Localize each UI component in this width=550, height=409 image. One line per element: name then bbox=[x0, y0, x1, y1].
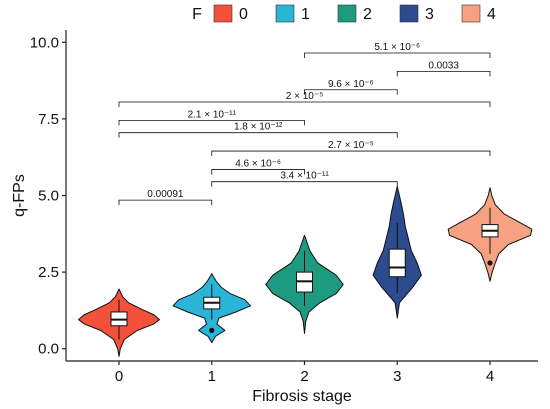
comparison-bracket bbox=[396, 70, 491, 77]
legend-swatch-4 bbox=[461, 4, 481, 23]
legend-swatch-3 bbox=[399, 4, 419, 23]
x-tick-label: 4 bbox=[486, 368, 494, 385]
comparison-bracket bbox=[118, 132, 398, 138]
comparison-bracket bbox=[304, 52, 491, 58]
legend-label: 2 bbox=[363, 6, 372, 23]
legend-swatch-2 bbox=[337, 4, 357, 23]
y-tick-label: 10.0 bbox=[30, 34, 59, 51]
x-tick-label: 2 bbox=[300, 368, 308, 385]
legend-label: 3 bbox=[425, 6, 434, 23]
legend-swatch-0 bbox=[213, 4, 233, 23]
y-tick-label: 7.5 bbox=[38, 111, 59, 128]
x-tick-label: 3 bbox=[393, 368, 401, 385]
comparison-pvalue: 5.1 × 10⁻⁶ bbox=[374, 42, 420, 53]
comparison-bracket bbox=[118, 120, 305, 126]
legend-label: 1 bbox=[301, 6, 310, 23]
comparison-bracket bbox=[118, 199, 213, 206]
comparison-bracket bbox=[118, 101, 491, 108]
legend-swatch-1 bbox=[275, 4, 295, 23]
comparison-pvalue: 2.1 × 10⁻¹¹ bbox=[188, 109, 237, 120]
y-tick-label: 5.0 bbox=[38, 188, 59, 205]
comparison-pvalue: 4.6 × 10⁻⁶ bbox=[235, 158, 281, 169]
outlier-point bbox=[487, 260, 493, 266]
legend-label: 0 bbox=[239, 6, 248, 23]
comparison-pvalue: 0.0033 bbox=[428, 60, 459, 71]
y-tick-label: 2.5 bbox=[38, 264, 59, 281]
comparison-bracket bbox=[211, 181, 398, 187]
comparison-bracket bbox=[211, 150, 491, 157]
box-stage-3 bbox=[388, 248, 406, 278]
legend-title: F bbox=[192, 6, 202, 23]
x-tick-label: 1 bbox=[208, 368, 216, 385]
comparison-bracket bbox=[304, 89, 398, 95]
comparison-pvalue: 2.7 × 10⁻⁵ bbox=[328, 140, 374, 151]
comparison-bracket bbox=[211, 169, 305, 175]
y-axis-title: q-FPs bbox=[11, 174, 28, 217]
comparison-pvalue: 2 × 10⁻⁵ bbox=[286, 91, 324, 102]
x-tick-label: 0 bbox=[115, 368, 123, 385]
comparison-pvalue: 9.6 × 10⁻⁶ bbox=[328, 79, 374, 90]
outlier-point bbox=[209, 327, 215, 333]
comparison-pvalue: 3.4 × 10⁻¹¹ bbox=[280, 171, 329, 182]
comparison-pvalue: 1.8 × 10⁻¹² bbox=[234, 122, 283, 133]
legend-label: 4 bbox=[487, 6, 496, 23]
x-axis-title: Fibrosis stage bbox=[252, 388, 352, 405]
y-tick-label: 0.0 bbox=[38, 341, 59, 358]
comparison-pvalue: 0.00091 bbox=[147, 189, 184, 200]
